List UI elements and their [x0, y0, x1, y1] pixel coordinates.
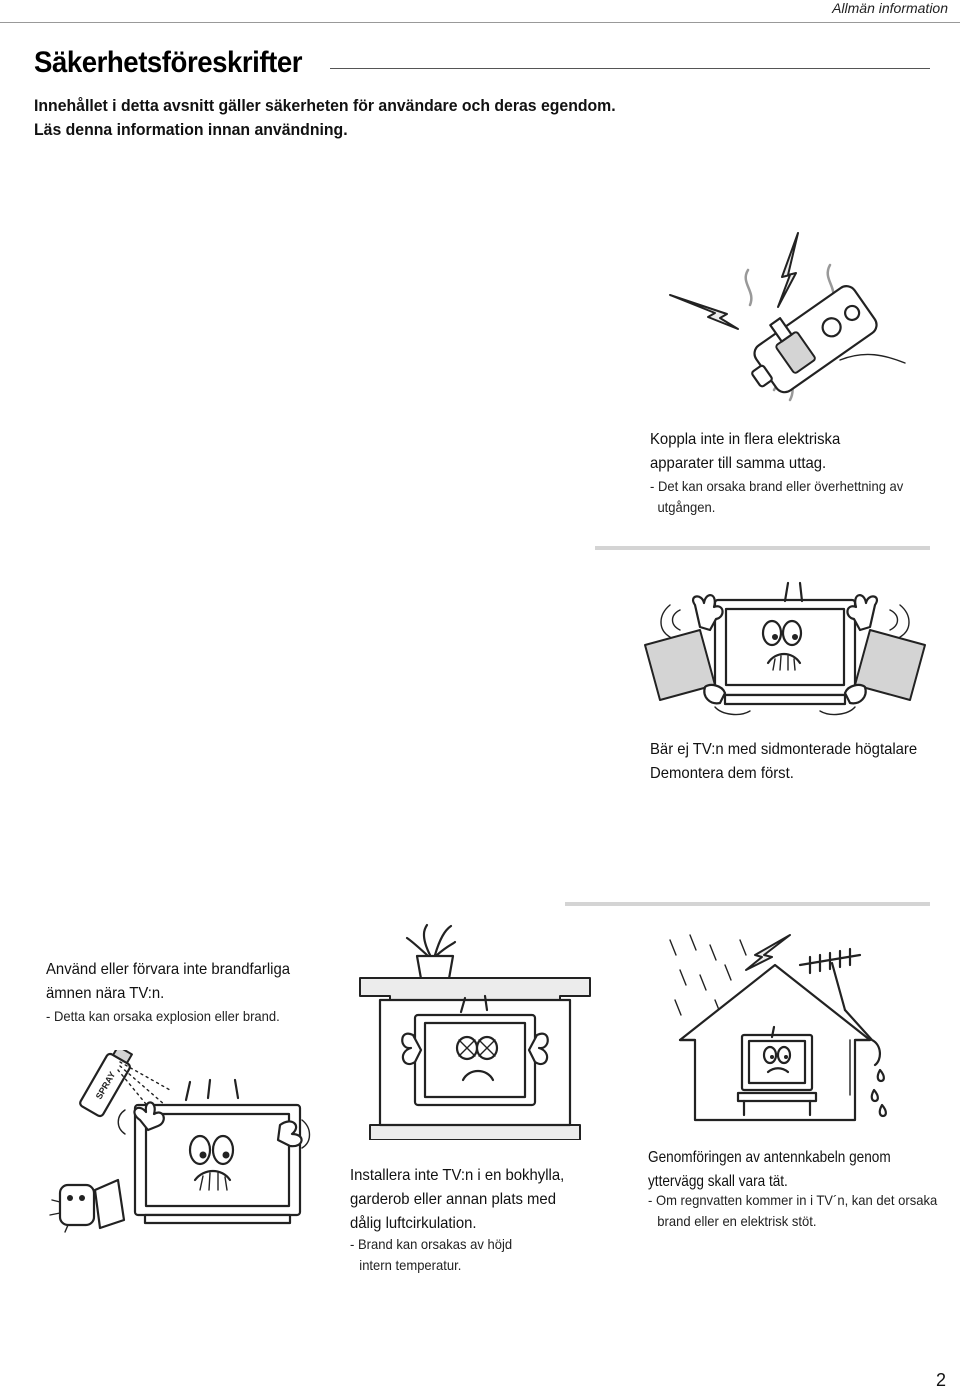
- item-1-note-1: - Det kan orsaka brand eller överhettnin…: [650, 478, 904, 494]
- item-1-text: Koppla inte in flera elektriska apparate…: [650, 428, 840, 476]
- tv-carrying-illustration: [644, 581, 926, 716]
- intro-line-2: Läs denna information innan användning.: [34, 120, 348, 139]
- antenna-house-illustration: [669, 934, 887, 1122]
- title-rule: [330, 68, 930, 69]
- lightning-bolt-icon: [669, 294, 739, 330]
- item-3-note-1: - Detta kan orsaka explosion eller brand…: [46, 1008, 280, 1024]
- item-5-note-1: - Om regnvatten kommer in i TV´n, kan de…: [648, 1192, 938, 1208]
- intro-text: Innehållet i detta avsnitt gäller säkerh…: [34, 94, 616, 142]
- item-4-line-3: dålig luftcirkulation.: [350, 1215, 477, 1232]
- page-number: 2: [935, 1370, 946, 1390]
- item-1-note: - Det kan orsaka brand eller överhettnin…: [650, 476, 903, 518]
- item-4-text: Installera inte TV:n i en bokhylla, gard…: [350, 1164, 564, 1236]
- item-1-line-2: apparater till samma uttag.: [650, 455, 827, 472]
- item-3-note: - Detta kan orsaka explosion eller brand…: [46, 1006, 280, 1027]
- bookshelf-illustration: [359, 923, 591, 1140]
- item-3-line-1: Använd eller förvara inte brandfarliga: [46, 961, 291, 978]
- item-2-line-1: Bär ej TV:n med sidmonterade högtalare: [650, 741, 918, 758]
- item-4-line-1: Installera inte TV:n i en bokhylla,: [350, 1167, 565, 1184]
- page-title: Säkerhetsföreskrifter: [34, 46, 303, 79]
- item-1-line-1: Koppla inte in flera elektriska: [650, 431, 841, 448]
- item-4-note: - Brand kan orsakas av höjd intern tempe…: [350, 1234, 512, 1276]
- power-strip-illustration: [669, 232, 906, 402]
- item-5-note: - Om regnvatten kommer in i TV´n, kan de…: [648, 1190, 937, 1232]
- item-4-line-2: garderob eller annan plats med: [350, 1191, 556, 1208]
- item-4-note-1: - Brand kan orsakas av höjd: [350, 1236, 513, 1252]
- section-divider: [565, 902, 930, 906]
- item-2-line-2: Demontera dem först.: [650, 765, 794, 782]
- item-5-text: Genomföringen av antennkabeln genom ytte…: [648, 1146, 891, 1194]
- item-3-text: Använd eller förvara inte brandfarliga ä…: [46, 958, 290, 1006]
- header-rule: [0, 22, 960, 23]
- lightning-bolt-icon: [745, 934, 791, 971]
- item-5-note-2: brand eller en elektrisk stöt.: [657, 1213, 817, 1229]
- intro-line-1: Innehållet i detta avsnitt gäller säkerh…: [34, 96, 616, 115]
- section-divider: [595, 546, 930, 550]
- lightning-bolt-icon: [777, 232, 799, 308]
- item-5-line-1: Genomföringen av antennkabeln genom: [648, 1149, 891, 1166]
- item-3-line-2: ämnen nära TV:n.: [46, 985, 165, 1002]
- section-label: Allmän information: [832, 0, 948, 16]
- item-2-text: Bär ej TV:n med sidmonterade högtalare D…: [650, 738, 917, 786]
- item-1-note-2: utgången.: [657, 499, 716, 515]
- item-5-line-2: yttervägg skall vara tät.: [648, 1173, 788, 1190]
- flammable-spray-illustration: SPRAY: [49, 1050, 311, 1233]
- item-4-note-2: intern temperatur.: [359, 1257, 462, 1273]
